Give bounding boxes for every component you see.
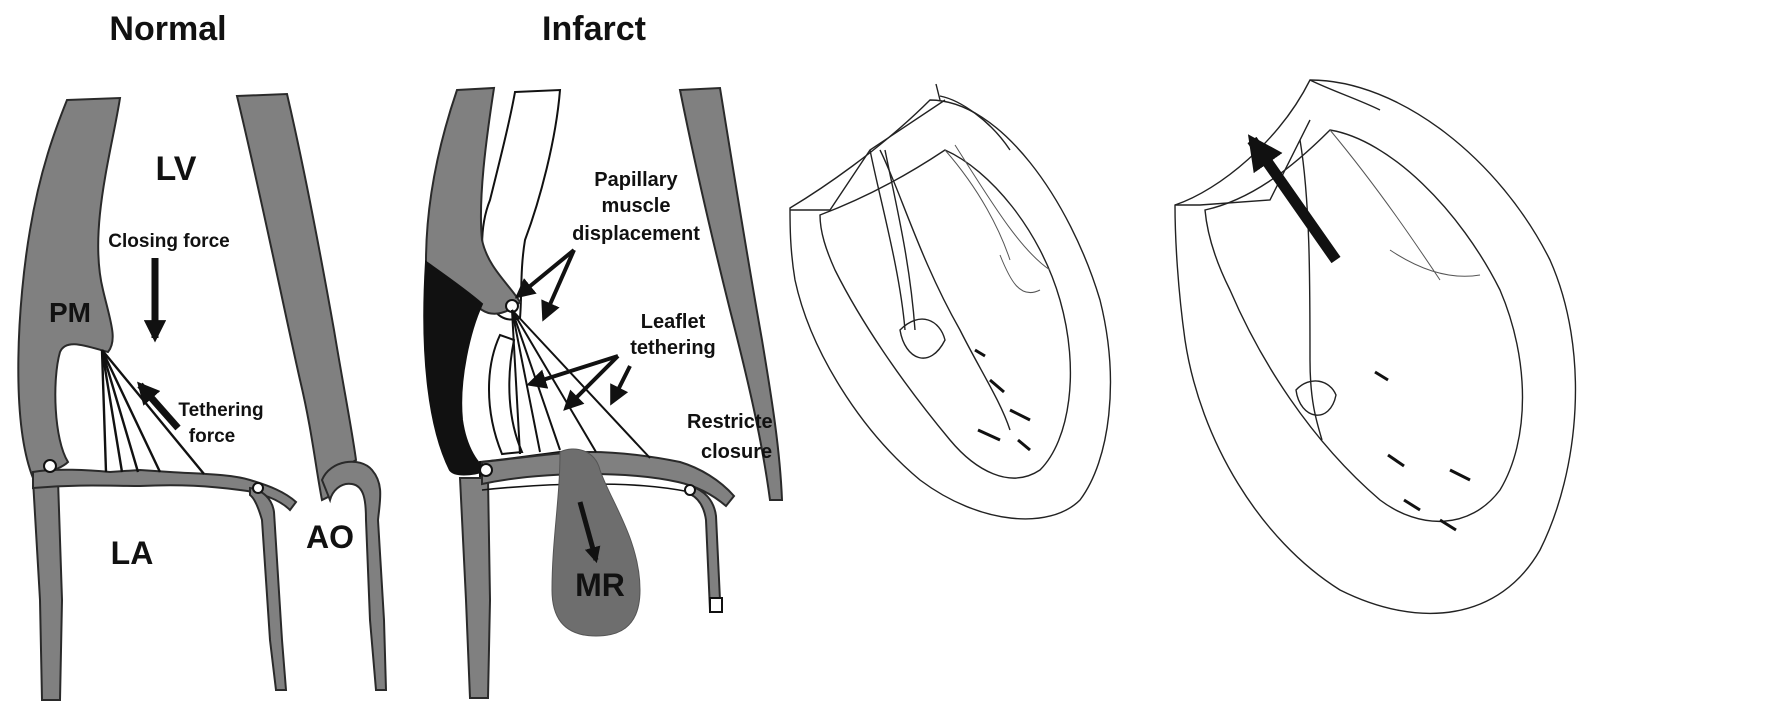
infarct-la-left-wall xyxy=(460,478,490,698)
normal-la-left-wall xyxy=(33,480,62,700)
normal-aortic-root xyxy=(322,462,386,690)
normal-panel: Normal LV Closing force PM Tethering xyxy=(18,10,386,700)
papillary-label-line-1: Papillary xyxy=(594,169,678,191)
pm-label: PM xyxy=(49,297,91,328)
mr-jet xyxy=(552,449,640,636)
la-label: LA xyxy=(111,535,154,571)
papillary-label-line-3: displacement xyxy=(572,223,700,245)
papillary-label-line-2: muscle xyxy=(602,195,671,217)
ao-label: AO xyxy=(306,519,354,555)
heart-sketch-right xyxy=(1175,80,1575,613)
infarct-anterior-wall xyxy=(680,88,782,500)
sketch-left-annulus xyxy=(790,84,1010,210)
closing-force-label: Closing force xyxy=(108,231,229,252)
heart-sketch-left xyxy=(790,84,1110,519)
tethering-force-arrow xyxy=(140,385,178,428)
infarct-title: Infarct xyxy=(542,10,646,48)
infarct-hinge-point-right xyxy=(685,485,695,495)
tethering-label-line-2: force xyxy=(189,426,235,447)
mr-label: MR xyxy=(575,567,625,603)
sketch-right-septum xyxy=(1300,140,1322,440)
sketch-left-trabeculae xyxy=(975,350,1030,450)
sketch-right-inner-contour xyxy=(1205,130,1523,521)
infarct-la-right-stub xyxy=(710,598,722,612)
panel-divider-mask xyxy=(785,0,795,713)
sketch-right-chordae xyxy=(1330,130,1480,280)
sketch-left-papillary xyxy=(900,319,945,358)
restricted-label-line-2: closure xyxy=(701,441,772,463)
restricted-label-line-1: Restricte xyxy=(687,411,773,433)
displacement-arrow xyxy=(518,250,574,318)
infarct-la-right-wall xyxy=(690,486,720,610)
sketch-right-papillary xyxy=(1296,381,1336,415)
tethering-label-line-1: Tethering xyxy=(178,400,263,421)
sketch-right-outer-contour xyxy=(1175,80,1575,613)
infarct-hinge-point-left xyxy=(480,464,492,476)
normal-title: Normal xyxy=(109,10,226,48)
leaflet-label-line-1: Leaflet xyxy=(641,311,706,333)
sketch-right-annulus xyxy=(1175,80,1380,205)
sketch-left-inner-contour xyxy=(820,150,1070,478)
infarct-panel: Infarct MR xyxy=(424,10,782,698)
normal-anterior-wall xyxy=(237,94,356,500)
lv-label: LV xyxy=(156,150,197,188)
normal-la-right-wall xyxy=(250,488,286,690)
leaflet-label-line-2: tethering xyxy=(630,337,716,359)
normal-hinge-point-right xyxy=(253,483,263,493)
normal-hinge-point-left xyxy=(44,460,56,472)
